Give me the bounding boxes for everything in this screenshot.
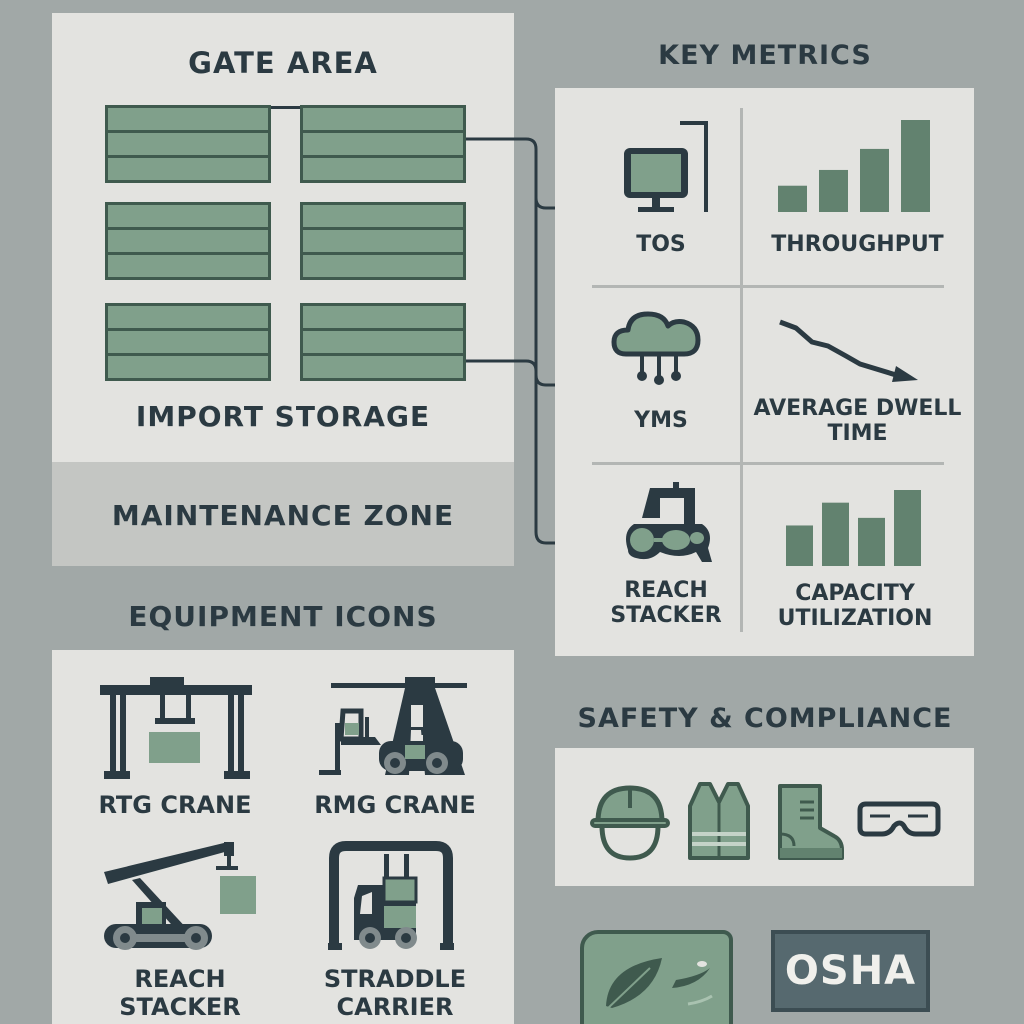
icon-bar xyxy=(822,502,849,566)
average-dwell-time-line2: TIME xyxy=(827,421,888,447)
monitor-icon xyxy=(624,121,708,212)
import-storage-label: IMPORT STORAGE xyxy=(135,400,431,433)
icon-bar xyxy=(778,185,807,212)
icon-bar xyxy=(901,120,930,212)
safety-compliance-title: SAFETY & COMPLIANCE xyxy=(577,703,953,734)
straddle-carrier-line1: STRADDLE xyxy=(323,965,467,993)
rmg-crane-icon xyxy=(319,677,467,775)
icon-bar xyxy=(819,169,848,212)
reach-stacker-equipment-icon xyxy=(104,842,256,950)
eco-certification-badge[interactable] xyxy=(580,930,733,1024)
capacity-utilization-label: CAPACITY UTILIZATION xyxy=(750,581,960,632)
icon-bar xyxy=(786,525,813,566)
maintenance-zone-panel xyxy=(52,462,514,566)
osha-label: OSHA xyxy=(784,948,917,994)
osha-badge[interactable]: OSHA xyxy=(771,930,930,1012)
cloud-icon xyxy=(611,311,701,385)
key-metrics-title: KEY METRICS xyxy=(658,40,872,71)
icon-bar xyxy=(860,148,889,212)
grid-divider xyxy=(592,462,944,465)
average-dwell-time-label: AVERAGE DWELL TIME xyxy=(745,396,970,447)
rtg-crane-label: RTG CRANE xyxy=(98,791,252,819)
gate-area-label: GATE AREA xyxy=(188,46,378,80)
trend-down-icon xyxy=(779,319,918,382)
block-connector xyxy=(271,106,300,109)
container-block[interactable] xyxy=(300,303,466,381)
capacity-chart-icon xyxy=(786,490,921,566)
container-block[interactable] xyxy=(105,303,271,381)
safety-vest-icon xyxy=(688,782,750,860)
connector-reach-stacker xyxy=(534,150,598,545)
equipment-icons-title: EQUIPMENT ICONS xyxy=(128,600,438,633)
container-block[interactable] xyxy=(105,202,271,280)
rtg-crane-icon xyxy=(100,677,252,779)
container-block[interactable] xyxy=(300,202,466,280)
reach-stacker-equipment-label: REACH STACKER xyxy=(119,965,241,1021)
grid-divider xyxy=(592,285,944,288)
safety-goggles-icon xyxy=(857,801,941,837)
straddle-carrier-label: STRADDLE CARRIER xyxy=(300,965,490,1021)
container-block[interactable] xyxy=(300,105,466,183)
reach-stacker-label: REACH STACKER xyxy=(596,578,736,629)
icon-bar xyxy=(894,490,921,566)
safety-boot-icon xyxy=(778,784,844,860)
average-dwell-time-line1: AVERAGE DWELL xyxy=(753,396,962,421)
reach-stacker-line2: STACKER xyxy=(610,603,722,629)
throughput-label: THROUGHPUT xyxy=(771,232,944,257)
reach-stacker-line1: REACH xyxy=(624,578,708,603)
leaf-icon xyxy=(605,958,713,1011)
throughput-chart-icon xyxy=(778,120,930,212)
maintenance-zone-label: MAINTENANCE ZONE xyxy=(111,499,455,532)
yms-label: YMS xyxy=(634,408,688,433)
icon-bar xyxy=(858,517,885,566)
rmg-crane-label: RMG CRANE xyxy=(314,791,476,819)
hard-hat-icon xyxy=(590,785,670,861)
straddle-carrier-icon xyxy=(328,841,454,950)
tos-label: TOS xyxy=(636,232,686,257)
capacity-utilization-line2: UTILIZATION xyxy=(777,606,933,632)
reach-stacker-icon xyxy=(626,482,712,562)
straddle-carrier-line2: CARRIER xyxy=(336,992,454,1021)
grid-divider xyxy=(740,108,743,632)
container-block[interactable] xyxy=(105,105,271,183)
capacity-utilization-line1: CAPACITY xyxy=(795,581,915,606)
